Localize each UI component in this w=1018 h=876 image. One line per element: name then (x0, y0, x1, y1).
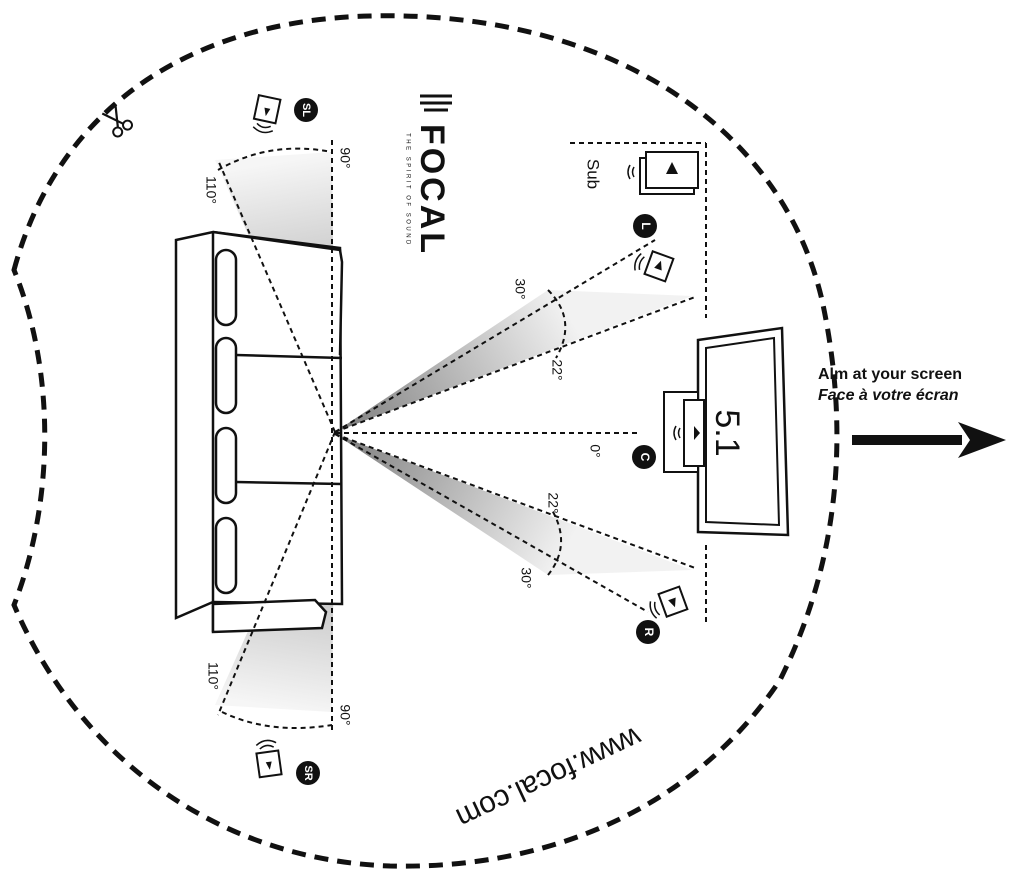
svg-text:R: R (642, 628, 656, 637)
angle-l-30: 30° (512, 278, 528, 299)
badge-sr: SR (296, 761, 320, 785)
l-zone (335, 290, 692, 432)
focal-logo: FOCAL THE SPIRIT OF SOUND (404, 94, 452, 256)
sub-label: Sub (584, 159, 603, 189)
cutout-outline (11, 13, 840, 869)
sofa-armrest-top (212, 230, 344, 356)
angle-l-22: 22° (549, 359, 565, 380)
angle-sl-90: 90° (337, 147, 353, 168)
badge-l: L (633, 214, 657, 238)
screen-label: 5.1 (708, 409, 746, 456)
angle-r-22: 22° (545, 492, 561, 513)
sofa (174, 230, 344, 634)
brand-tagline: THE SPIRIT OF SOUND (404, 133, 410, 247)
r-speaker-icon (649, 585, 689, 619)
angle-sl-110: 110° (203, 176, 219, 204)
badge-sl: SL (294, 98, 318, 122)
badge-r: R (636, 620, 660, 644)
l-speaker-icon (634, 250, 675, 283)
angle-c-0: 0° (587, 444, 603, 457)
arrow-right-icon (852, 422, 1006, 458)
sofa-cushion-4 (214, 516, 238, 595)
guide-lines (217, 140, 707, 730)
sofa-cushion-2 (214, 336, 238, 415)
r-zone (335, 434, 692, 575)
aim-text-fr: Face à votre écran (818, 387, 959, 404)
angle-sr-90: 90° (337, 704, 353, 725)
subwoofer (627, 151, 699, 195)
brand-name: FOCAL (413, 124, 451, 256)
svg-text:SR: SR (302, 765, 314, 780)
sofa-cushion-3 (214, 426, 238, 505)
angle-r-30: 30° (518, 567, 534, 588)
svg-text:L: L (639, 222, 653, 229)
aim-instruction: Alm at your screen Face à votre écran (818, 364, 1018, 406)
tv-screen (696, 326, 790, 537)
sofa-cushion-1 (214, 248, 238, 327)
sr-speaker-icon (255, 739, 283, 779)
center-speaker (663, 391, 705, 473)
angle-sr-110: 110° (205, 662, 221, 690)
sl-speaker-icon (252, 94, 282, 134)
focal-logo-mark (420, 94, 452, 112)
scissors-icon (101, 104, 134, 138)
svg-text:C: C (638, 453, 652, 462)
badge-c: C (632, 445, 656, 469)
aim-text-en: Alm at your screen (818, 366, 963, 383)
svg-text:SL: SL (300, 103, 312, 117)
sofa-armrest-bottom (211, 598, 328, 634)
